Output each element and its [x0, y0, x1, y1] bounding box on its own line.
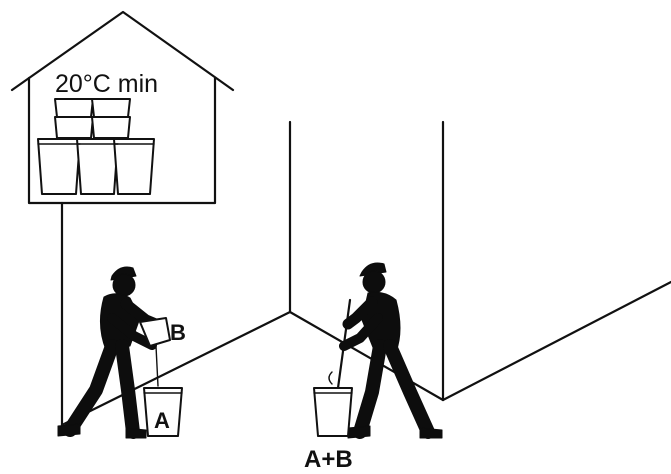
bucket-stack-bottom-3: [114, 139, 154, 194]
component-a-label: A: [154, 408, 170, 433]
mixing-bucket-body: [314, 388, 352, 436]
bucket-stack-mid-2: [92, 117, 130, 138]
left-worker-head: [113, 274, 135, 296]
right-worker-shoe: [348, 426, 370, 438]
storage-temperature-label: 20°C min: [55, 70, 158, 98]
right-floor-line: [443, 282, 671, 400]
mixing-motion-icon: [329, 372, 332, 384]
storage-house: 20°C min: [12, 12, 233, 203]
mixing-bucket: A+B: [304, 372, 353, 473]
left-worker-leg-back: [70, 346, 112, 430]
right-worker-mixing: A+B: [304, 263, 442, 473]
component-a-bucket: A: [144, 388, 182, 436]
right-worker-shoe: [420, 428, 442, 438]
bucket-stack-bottom-2: [77, 139, 118, 194]
bucket-stack-bottom-1: [38, 139, 80, 194]
left-worker-shoe: [126, 428, 146, 438]
stacked-buckets: [38, 99, 154, 194]
left-worker-shoe: [58, 424, 80, 436]
left-worker-leg-front: [122, 346, 133, 432]
bucket-stack-top-1: [55, 99, 93, 117]
mixed-components-label: A+B: [304, 446, 353, 473]
bucket-stack-top-2: [92, 99, 130, 117]
left-worker-pouring: B A: [58, 267, 186, 438]
right-worker-head: [363, 271, 385, 293]
bucket-stack-mid-1: [55, 117, 93, 138]
component-b-label: B: [170, 320, 186, 345]
bucket-b-stream: [156, 346, 158, 386]
